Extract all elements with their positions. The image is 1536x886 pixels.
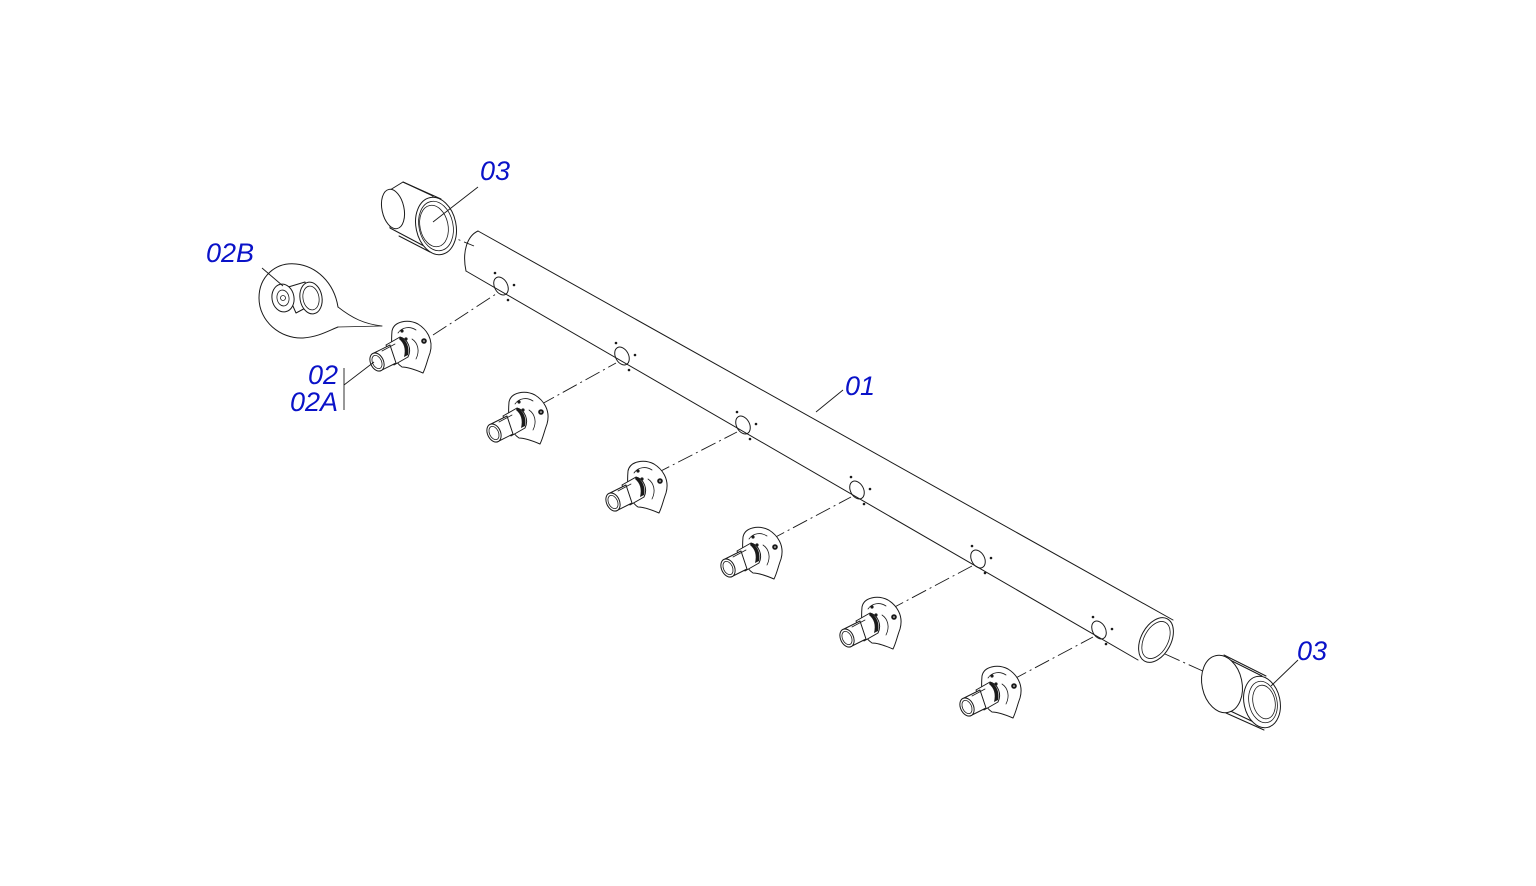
end-cap-bottom [1201,654,1281,731]
end-cap-top [380,181,457,256]
detail-bubble-02b [258,263,383,339]
callout-03-top: 03 [480,156,510,186]
callout-02b: 02B [206,238,254,268]
callout-02a: 02A [290,387,338,417]
assembly-center-lines [432,231,1206,681]
callout-leaders [261,186,1299,687]
callout-03-bottom: 03 [1297,636,1327,666]
nozzle-assemblies [366,320,1022,719]
tube-holes [490,271,1114,646]
callout-01: 01 [845,371,875,401]
main-tube [464,230,1174,663]
callout-02: 02 [308,360,338,390]
